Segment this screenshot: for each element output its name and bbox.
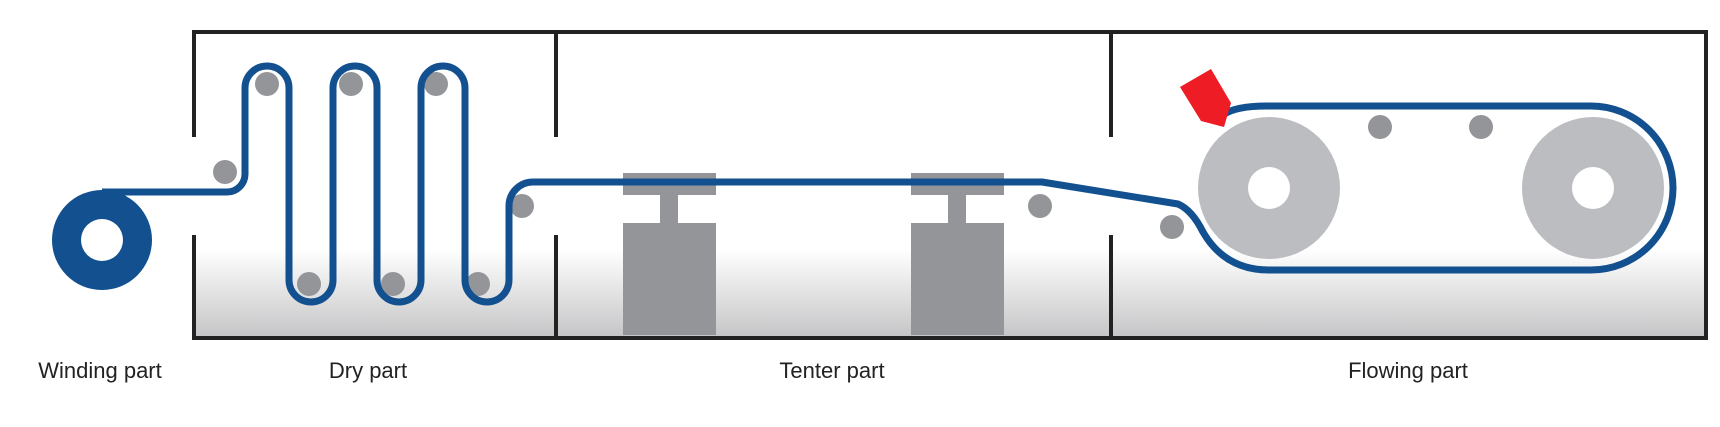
guide-roller-icon xyxy=(510,194,534,218)
guide-roller-icon xyxy=(297,272,321,296)
guide-roller-icon xyxy=(466,272,490,296)
tenter-part-label: Tenter part xyxy=(779,358,885,383)
guide-roller-icon xyxy=(1469,115,1493,139)
guide-roller-icon xyxy=(381,272,405,296)
guide-roller-icon xyxy=(213,160,237,184)
spray-nozzle-icon xyxy=(1180,69,1231,127)
fabric-belt xyxy=(102,62,1677,306)
guide-roller-icon xyxy=(1028,194,1052,218)
guide-roller-icon xyxy=(424,72,448,96)
winding-roll-icon xyxy=(52,190,152,290)
tenter-clip-icon xyxy=(911,173,1004,335)
dry-part-label: Dry part xyxy=(328,358,408,383)
flowing-drum-icon xyxy=(1522,117,1664,259)
guide-roller-icon xyxy=(1160,215,1184,239)
flowing-part-label: Flowing part xyxy=(1348,358,1468,383)
guide-roller-icon xyxy=(255,72,279,96)
winding-part-label: Winding part xyxy=(38,358,162,383)
tenter-clip-icon xyxy=(623,173,716,335)
machine-frame xyxy=(192,30,1708,340)
guide-rollers xyxy=(213,72,1493,296)
guide-roller-icon xyxy=(1368,115,1392,139)
guide-roller-icon xyxy=(339,72,363,96)
flowing-drum-icon xyxy=(1198,117,1340,259)
